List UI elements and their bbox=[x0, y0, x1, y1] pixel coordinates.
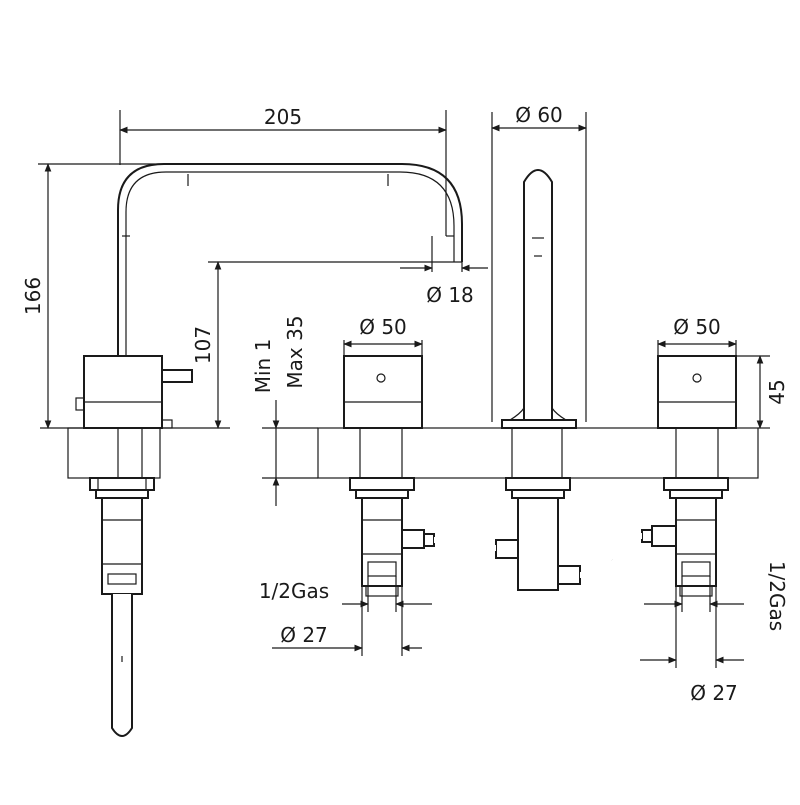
deck-slab-side bbox=[67, 427, 161, 479]
handle-left bbox=[343, 355, 423, 429]
supply-hose-side bbox=[111, 594, 133, 737]
deck-slab-front bbox=[317, 427, 759, 479]
side-view: 205 166 107 Ø 18 bbox=[21, 105, 488, 737]
spout-tube-outer bbox=[117, 163, 463, 356]
dim-outlet-diameter: Ø 18 bbox=[426, 283, 474, 307]
dim-deck-max: Max 35 bbox=[283, 315, 307, 388]
mixer-body-under bbox=[517, 497, 559, 591]
dim-handle-diameter-right: Ø 50 bbox=[673, 315, 721, 339]
dim-spout-reach: 205 bbox=[264, 105, 302, 129]
spout-front bbox=[523, 169, 553, 420]
dim-handle-height: 45 bbox=[765, 379, 789, 404]
dim-outlet-height: 107 bbox=[191, 326, 215, 364]
dim-thread-right: 1/2Gas bbox=[765, 561, 789, 631]
dim-total-height: 166 bbox=[21, 277, 45, 315]
hose-loop-right bbox=[552, 535, 667, 722]
dim-deck-min: Min 1 bbox=[251, 339, 275, 394]
dim-shank-right: Ø 27 bbox=[690, 681, 738, 705]
valve-left-under bbox=[361, 497, 403, 587]
handle-right bbox=[657, 355, 737, 429]
valve-body-side bbox=[83, 355, 163, 429]
dim-thread-left: 1/2Gas bbox=[259, 579, 329, 603]
dim-shank-left: Ø 27 bbox=[280, 623, 328, 647]
dim-handle-diameter-left: Ø 50 bbox=[359, 315, 407, 339]
front-view: Ø 60 Ø 50 Ø 50 45 Min 1 Max 35 1/2Gas bbox=[251, 103, 789, 733]
dim-spout-diameter: Ø 60 bbox=[515, 103, 563, 127]
shank-side bbox=[101, 497, 143, 595]
lever-handle-side bbox=[161, 369, 193, 383]
spout-base-plate bbox=[501, 419, 577, 429]
